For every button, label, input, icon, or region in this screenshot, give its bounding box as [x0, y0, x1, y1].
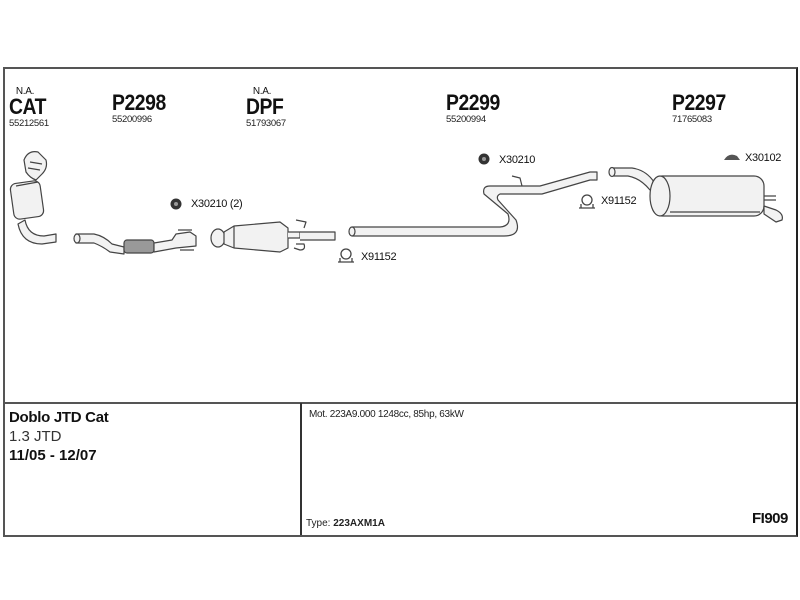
motor-spec: Mot. 223A9.000 1248cc, 85hp, 63kW — [309, 409, 464, 420]
part-code: P2297 — [672, 90, 726, 115]
clamp-icon — [338, 248, 354, 263]
divider-vertical — [300, 403, 302, 535]
part-cat[interactable]: N.A. CAT 55212561 — [9, 87, 51, 129]
part-p2298[interactable]: P2298 55200996 — [112, 92, 173, 125]
type-value: 223AXM1A — [333, 518, 385, 529]
part-number: 55200996 — [112, 114, 152, 125]
figure-code: FI909 — [752, 510, 788, 527]
part-code: CAT — [9, 94, 47, 119]
part-number: 55200994 — [446, 114, 486, 125]
hanger-icon — [724, 154, 740, 160]
vehicle-years: 11/05 - 12/07 — [9, 447, 97, 464]
vehicle-engine: 1.3 JTD — [9, 428, 62, 445]
rubber-mount-icon — [478, 153, 490, 165]
part-dpf[interactable]: N.A. DPF 51793067 — [246, 87, 289, 129]
rubber-mount-icon — [170, 198, 182, 210]
clamp-icon — [579, 194, 595, 209]
part-code: P2298 — [112, 90, 166, 115]
type-label: Type: — [306, 518, 331, 529]
part-number: 55212561 — [9, 118, 49, 129]
part-note: N.A. — [252, 86, 272, 97]
accessory-label[interactable]: X91152 — [361, 251, 397, 263]
part-code: DPF — [246, 94, 284, 119]
part-code: P2299 — [446, 90, 500, 115]
vehicle-type: Type: 223AXM1A — [306, 518, 385, 529]
part-number: 51793067 — [246, 118, 286, 129]
accessory-label[interactable]: X91152 — [601, 195, 637, 207]
divider-horizontal — [3, 402, 796, 404]
accessory-label[interactable]: X30102 — [745, 152, 782, 164]
middle-pipe-drawing[interactable] — [348, 171, 598, 237]
vehicle-model: Doblo JTD Cat — [9, 409, 109, 426]
dpf-drawing[interactable] — [210, 219, 336, 253]
accessory-label[interactable]: X30210 (2) — [191, 198, 243, 210]
part-number: 71765083 — [672, 114, 712, 125]
front-pipe-drawing[interactable] — [73, 229, 197, 255]
catalytic-converter-drawing[interactable] — [9, 151, 57, 245]
accessory-label[interactable]: X30210 — [499, 154, 536, 166]
rear-silencer-drawing[interactable] — [608, 166, 783, 223]
diagram-frame — [3, 67, 798, 537]
part-p2299[interactable]: P2299 55200994 — [446, 92, 507, 125]
part-p2297[interactable]: P2297 71765083 — [672, 92, 733, 125]
part-note: N.A. — [15, 86, 35, 97]
